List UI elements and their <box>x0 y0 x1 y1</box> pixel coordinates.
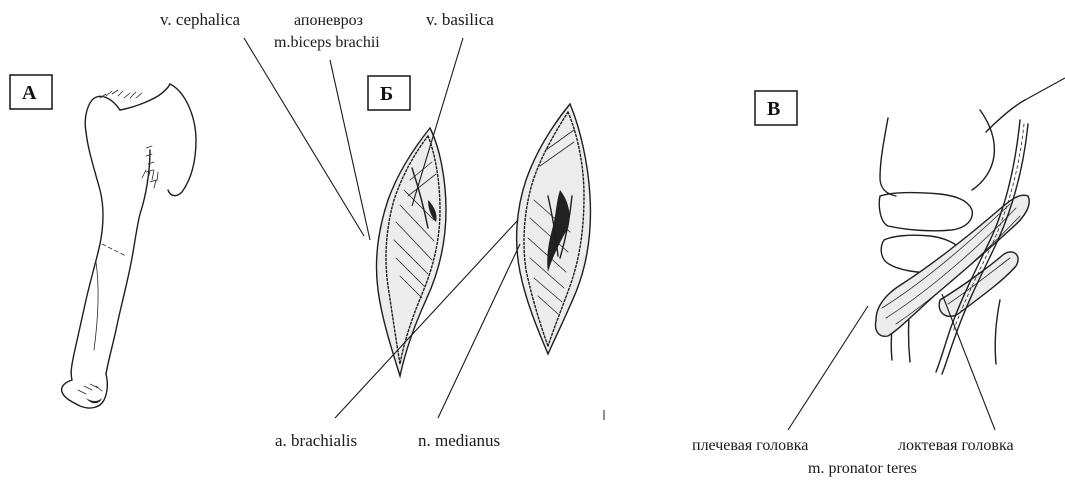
panel-a-letter: А <box>22 82 37 104</box>
leader-ulnar-head <box>942 294 995 430</box>
label-ulnar-head: локтевая головка <box>898 437 1014 454</box>
panel-b-letter: Б <box>380 83 393 105</box>
elbow-illustration <box>876 100 1030 374</box>
label-aponeurosis-muscle: m.biceps brachii <box>274 34 380 51</box>
panel-v-letter: В <box>767 98 780 120</box>
leader-top-right <box>1025 78 1065 100</box>
leader-humeral-head <box>788 306 868 430</box>
label-pronator-teres: m. pronator teres <box>808 460 917 477</box>
leader-n-medianus <box>438 244 520 418</box>
panel-v: В <box>755 91 1029 374</box>
label-v-cephalica: v. cephalica <box>160 10 241 29</box>
label-aponeurosis: апоневроз <box>294 12 363 29</box>
label-v-basilica: v. basilica <box>426 10 494 29</box>
label-a-brachialis: a. brachialis <box>275 431 357 450</box>
incision-right <box>517 104 591 354</box>
panel-a: А <box>10 75 196 408</box>
arm-illustration <box>62 84 196 408</box>
incision-left <box>376 128 446 376</box>
label-humeral-head: плечевая головка <box>692 437 808 454</box>
leader-v-cephalica <box>244 38 364 236</box>
label-n-medianus: n. medianus <box>418 431 500 450</box>
leader-lines <box>244 38 1065 430</box>
